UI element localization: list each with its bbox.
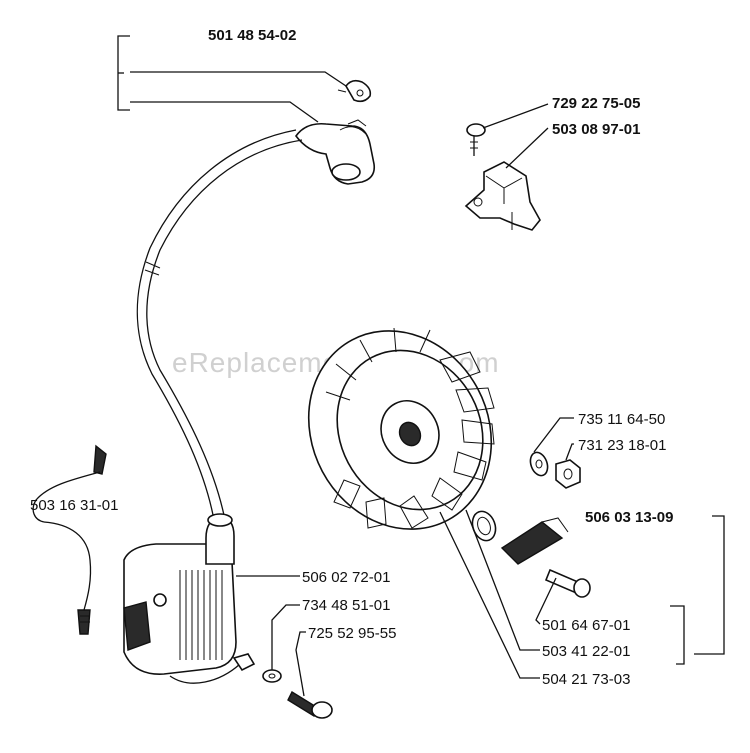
label-screw-top: 729 22 75-05 [552, 95, 640, 112]
ground-wire-part [32, 444, 107, 635]
flywheel-nut-part [555, 459, 581, 489]
flywheel-washer-part [529, 451, 549, 477]
ht-cable-part [136, 129, 303, 521]
terminal-clip-part [337, 79, 372, 103]
label-washer: 735 11 64-50 [578, 411, 665, 428]
label-pawl-screw: 501 64 67-01 [542, 617, 630, 634]
label-ignition-lead: 501 48 54-02 [208, 27, 296, 44]
flywheel-kit-inner-bracket [670, 605, 685, 665]
flywheel-leader [439, 511, 540, 679]
label-pawl: 503 41 22-01 [542, 643, 630, 660]
bracket-part [464, 161, 541, 231]
coil-washer-part [262, 669, 282, 683]
pawl-ring-part [471, 510, 497, 542]
coil-washer-leader [271, 604, 300, 670]
flywheel-kit-bracket [694, 515, 725, 655]
label-ground-wire: 503 16 31-01 [30, 497, 118, 514]
pawl-screw-leader [535, 577, 557, 625]
label-nut: 731 23 18-01 [578, 437, 666, 454]
spark-plug-boot-part [295, 119, 376, 185]
flywheel-washer-leader [533, 417, 574, 453]
label-bracket: 503 08 97-01 [552, 121, 640, 138]
ignition-lead-callout [117, 35, 356, 123]
ignition-coil-part [123, 513, 256, 684]
label-flywheel: 504 21 73-03 [542, 671, 630, 688]
pawl-part [500, 517, 569, 565]
coil-screw-part [287, 691, 333, 719]
screw-top-leader [482, 103, 549, 129]
label-ignition-coil: 506 02 72-01 [302, 569, 390, 586]
flywheel-nut-leader [565, 443, 574, 461]
label-coil-screw: 725 52 95-55 [308, 625, 396, 642]
flywheel-part [307, 327, 495, 530]
label-flywheel-kit: 506 03 13-09 [585, 509, 673, 526]
coil-screw-leader [295, 631, 306, 697]
pawl-screw-part [544, 568, 591, 598]
screw-top-part [466, 123, 486, 156]
pawl-leader [465, 509, 540, 651]
label-coil-washer: 734 48 51-01 [302, 597, 390, 614]
bracket-leader [505, 127, 549, 169]
